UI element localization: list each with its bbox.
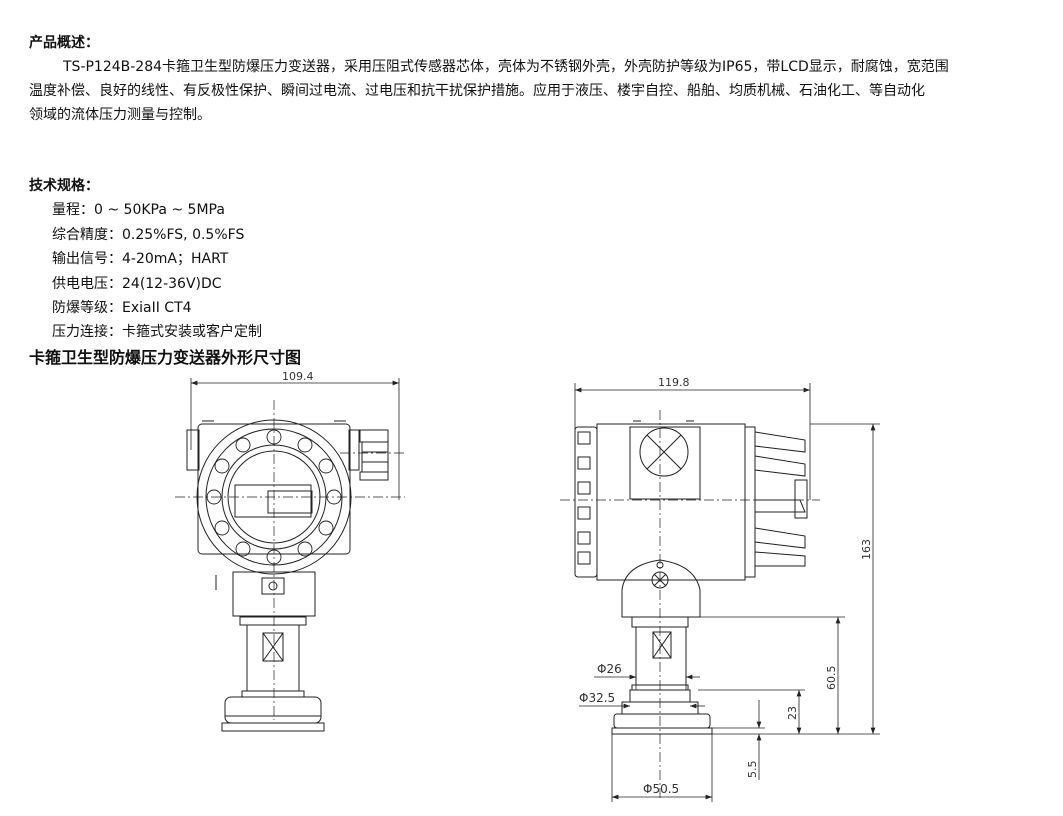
spec-accuracy: 综合精度：0.25%FS, 0.5%FS (52, 227, 245, 243)
height-label: 163 (860, 539, 873, 560)
diameter-26-label: Φ26 (597, 662, 622, 676)
front-width-label: 109.4 (282, 370, 314, 383)
side-view: 119.8 (560, 376, 880, 802)
spec-output: 输出信号：4-20mA；HART (52, 251, 229, 267)
diameter-32-label: Φ32.5 (579, 691, 615, 705)
front-view: 109.4 (175, 370, 405, 732)
side-width-label: 119.8 (658, 376, 690, 389)
spec-range: 量程：0 ~ 50KPa ~ 5MPa (52, 202, 225, 218)
overview-line-3: 领域的流体压力测量与控制。 (29, 107, 211, 123)
specs-heading: 技术规格： (29, 178, 99, 194)
drawing-title: 卡箍卫生型防爆压力变送器外形尺寸图 (29, 348, 302, 367)
overview-line-1: TS-P124B-284卡箍卫生型防爆压力变送器，采用压阻式传感器芯体，壳体为不… (63, 59, 949, 75)
overview-heading: 产品概述： (29, 35, 99, 51)
flange-thickness-label: 5.5 (746, 761, 759, 779)
overview-paragraph: TS-P124B-284卡箍卫生型防爆压力变送器，采用压阻式传感器芯体，壳体为不… (29, 55, 1034, 127)
diameter-50-label: Φ50.5 (643, 782, 679, 796)
spec-explosion: 防爆等级：ExiaII CT4 (52, 300, 192, 316)
spec-supply: 供电电压：24(12-36V)DC (52, 276, 222, 292)
overview-line-2: 温度补偿、良好的线性、有反极性保护、瞬间过电流、过电压和抗干扰保护措施。应用于液… (29, 83, 925, 99)
lower-height-label: 60.5 (825, 666, 838, 691)
clamp-height-label: 23 (786, 706, 799, 720)
spec-connection: 压力连接：卡箍式安装或客户定制 (52, 324, 262, 340)
